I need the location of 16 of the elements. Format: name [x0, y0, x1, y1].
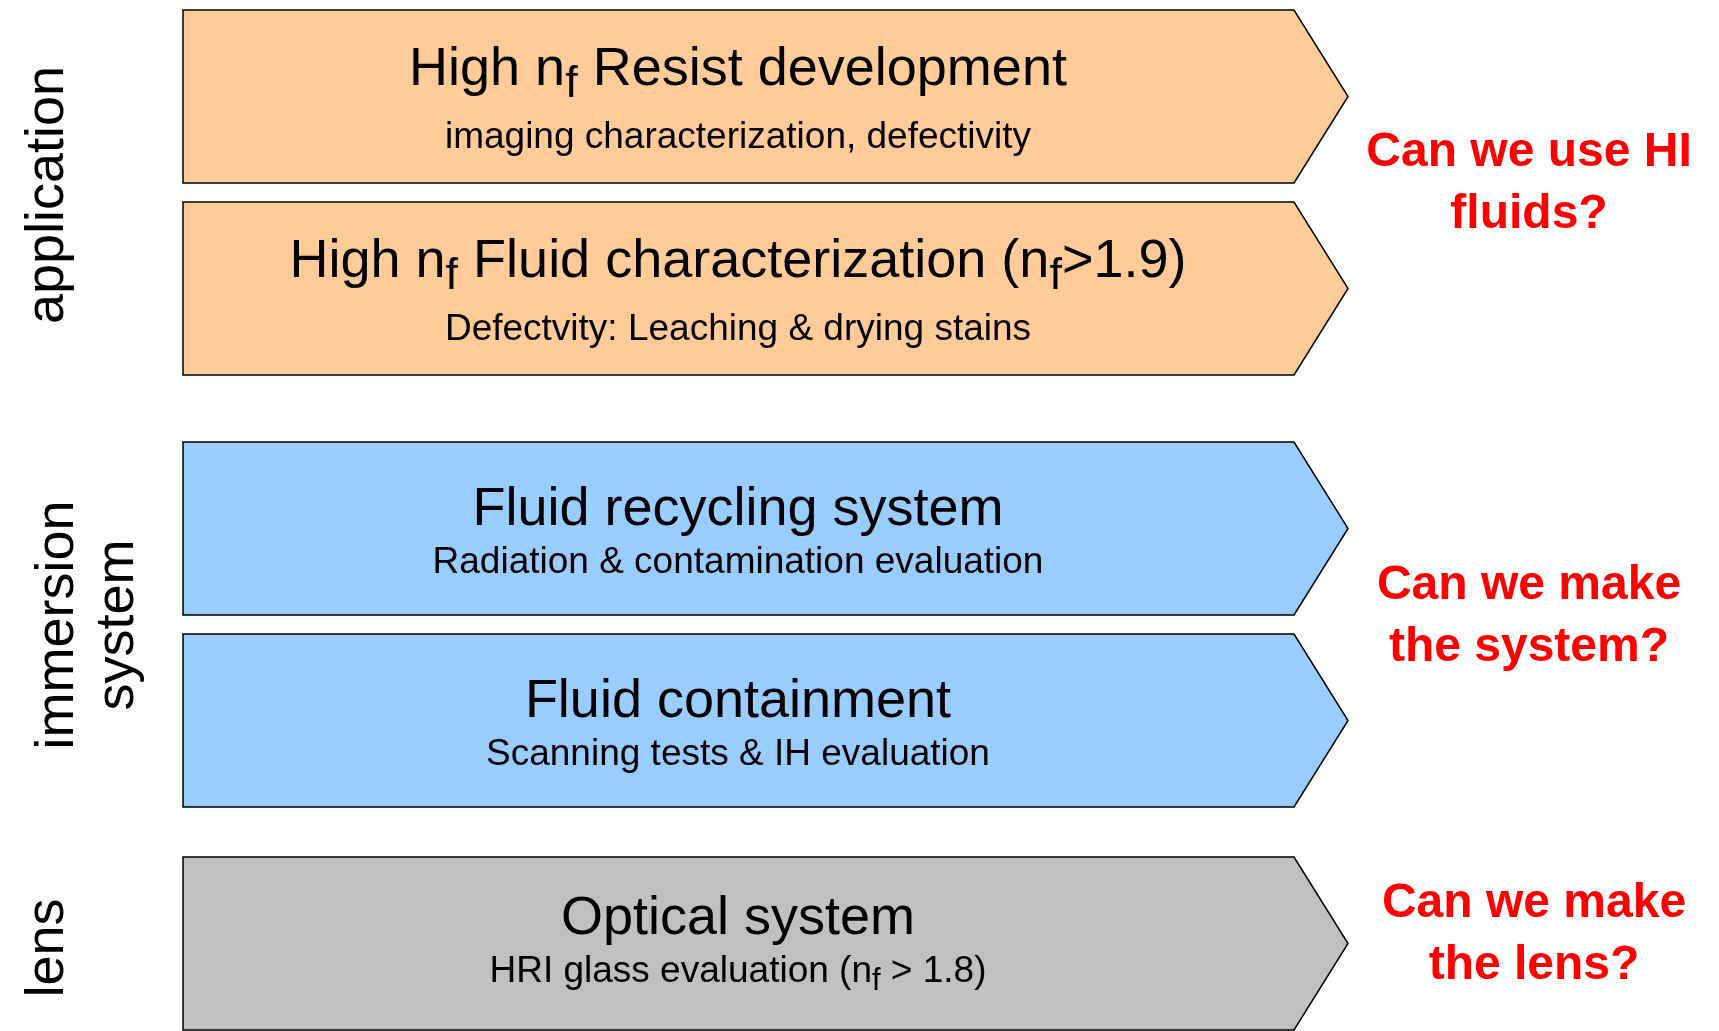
row-label: application [14, 64, 74, 327]
question-text: Can we make the lens? [1380, 873, 1688, 991]
heading-text: High n$_{f}$ Fluid characterization (n$_{f}$>1.9) [289, 226, 1187, 301]
subtitle-text: Defectvity: Leaching & drying stains [444, 306, 1032, 351]
heading-text: Fluid recycling system [472, 474, 1004, 538]
heading-text: Fluid containment [524, 666, 952, 730]
heading-text: High n$_{f}$ Resist development [409, 34, 1067, 109]
heading-text: Optical system [560, 884, 916, 948]
subtitle-text: imaging characterization, defectivity [444, 114, 1032, 159]
row-label: immersion system [24, 499, 144, 752]
question-text: Can we make the system? [1375, 555, 1683, 673]
subtitle-text: Scanning tests & IH evaluation [486, 730, 990, 775]
question-text: Can we use HI fluids? [1365, 122, 1693, 240]
subtitle-text: HRI glass evaluation (n$_{f}$ > 1.8) [489, 948, 987, 1000]
row-label: lens [14, 897, 74, 1000]
subtitle-text: Radiation & contamination evaluation [432, 538, 1044, 583]
